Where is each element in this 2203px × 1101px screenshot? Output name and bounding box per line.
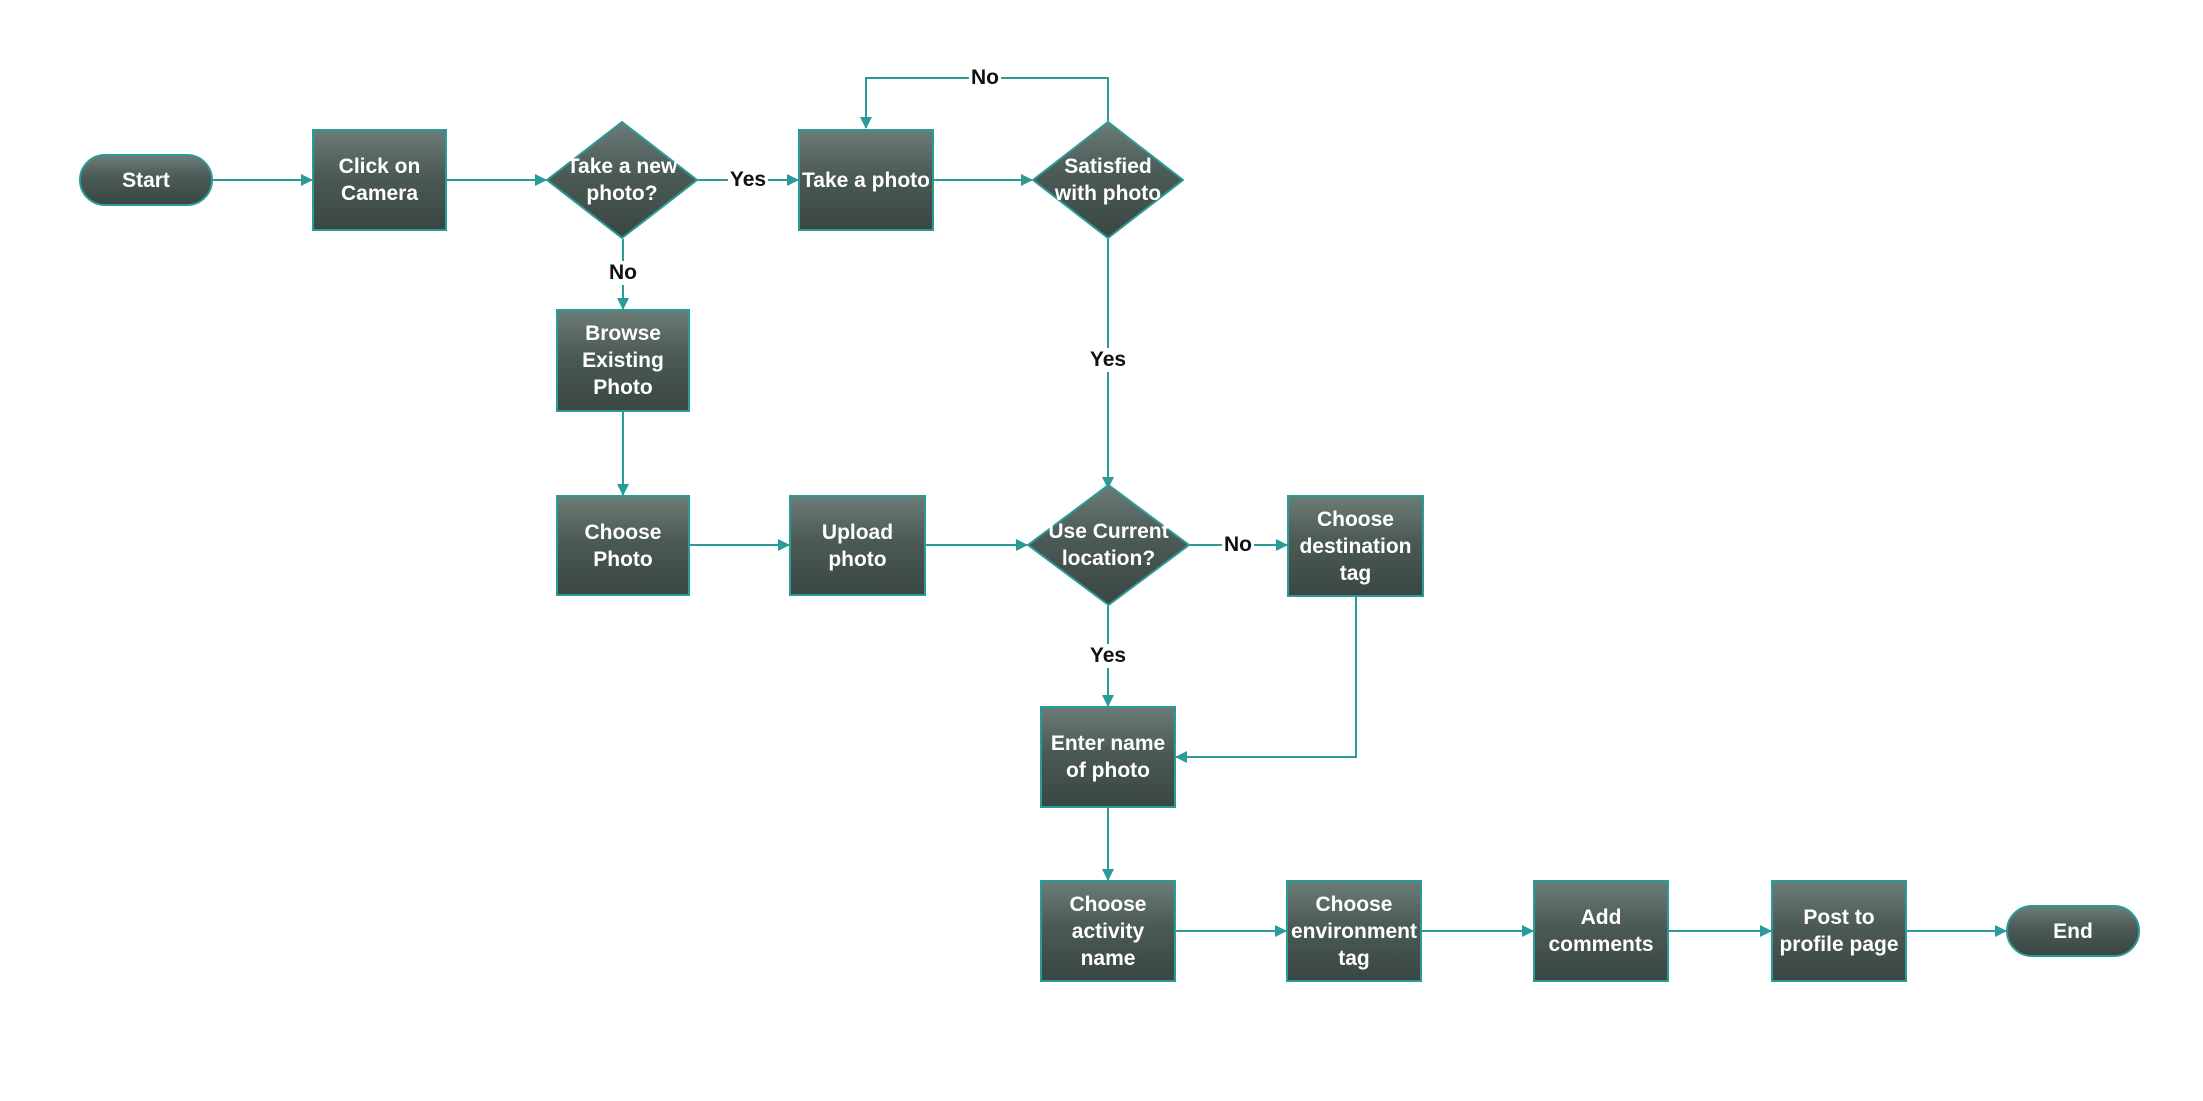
- browse-existing-photo-step: Browse Existing Photo: [556, 309, 690, 412]
- new-photo-no-label: No: [607, 261, 639, 285]
- choose-destination-tag-step: Choose destination tag: [1287, 495, 1424, 597]
- location-no-label: No: [1222, 533, 1254, 557]
- use-current-location-decision: Use Current location?: [1027, 484, 1190, 606]
- add-comments-step: Add comments: [1533, 880, 1669, 982]
- take-new-photo-decision: Take a new photo?: [546, 121, 698, 239]
- choose-photo-step: Choose Photo: [556, 495, 690, 596]
- satisfied-yes-label: Yes: [1087, 348, 1129, 372]
- click-on-camera-step: Click on Camera: [312, 129, 447, 231]
- new-photo-yes-label: Yes: [727, 168, 769, 192]
- satisfied-no-label: No: [969, 66, 1001, 90]
- satisfied-with-photo-decision: Satisfied with photo: [1032, 121, 1184, 239]
- upload-photo-step: Upload photo: [789, 495, 926, 596]
- take-a-photo-step: Take a photo: [798, 129, 934, 231]
- enter-name-of-photo-step: Enter name of photo: [1040, 706, 1176, 808]
- satisfied-with-photo-label: Satisfied with photo: [1054, 155, 1162, 205]
- start-terminal: Start: [79, 154, 213, 206]
- post-to-profile-page-step: Post to profile page: [1771, 880, 1907, 982]
- end-terminal: End: [2006, 905, 2140, 957]
- location-yes-label: Yes: [1087, 644, 1129, 668]
- choose-activity-name-step: Choose activity name: [1040, 880, 1176, 982]
- use-current-location-label: Use Current location?: [1048, 520, 1169, 570]
- edge-destination-to-enter-name: [1175, 597, 1357, 763]
- take-new-photo-label: Take a new photo?: [566, 155, 678, 205]
- choose-environment-tag-step: Choose environment tag: [1286, 880, 1422, 982]
